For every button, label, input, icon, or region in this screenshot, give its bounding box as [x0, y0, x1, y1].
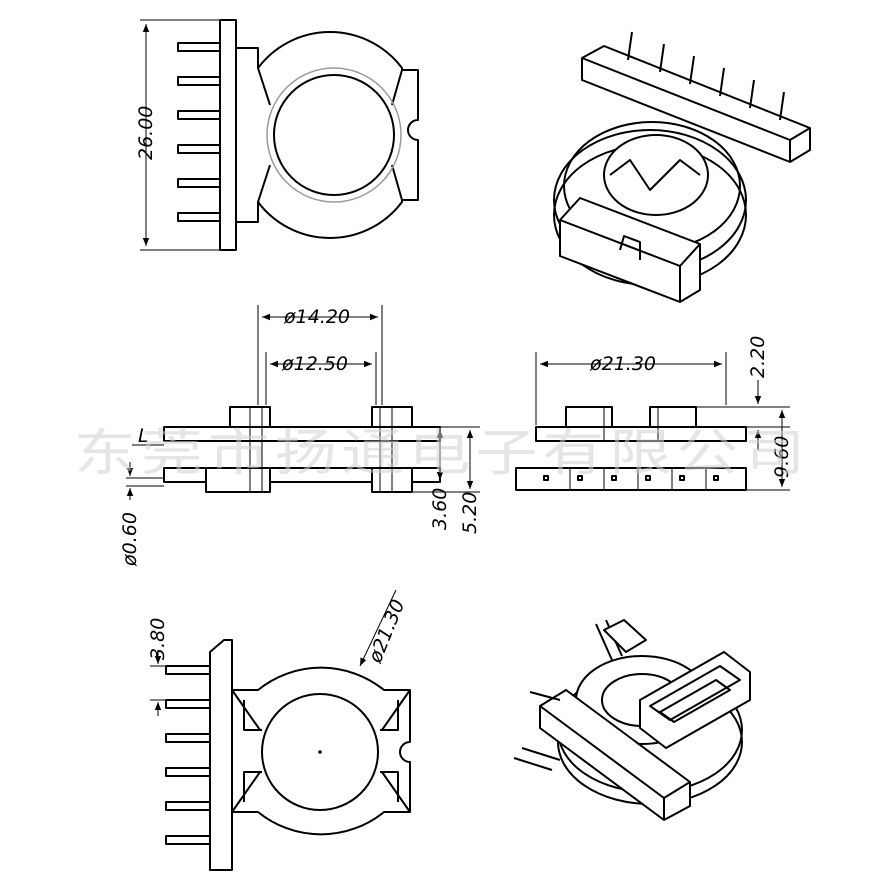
iso-pins [627, 31, 785, 121]
dim-h-3-60: 3.60 [429, 488, 451, 530]
front-view: ø21.30 2.20 9.60 [515, 336, 793, 491]
dim-flange-dia: ø21.30 [589, 353, 656, 375]
core-hole [273, 74, 395, 196]
pin-rail [219, 19, 237, 251]
dim-pitch-3-80: 3.80 [147, 618, 169, 660]
bottom-pin-rail [209, 639, 233, 871]
dim-h-9-60: 9.60 [771, 436, 793, 478]
dim-pin-dia: ø0.60 [119, 512, 141, 567]
center-point [318, 750, 322, 754]
dim-dia-14-20: ø14.20 [283, 306, 350, 328]
company-watermark: 东莞市扬通电子有限公司 [74, 424, 810, 482]
dim-height-26: 26.00 [135, 106, 157, 160]
dim-h-5-20: 5.20 [459, 492, 481, 534]
dim-h-2-20: 2.20 [747, 336, 769, 378]
dim-label-L: L [138, 425, 149, 447]
side-view: ø14.20 ø12.50 L ø0.60 3.60 5.20 [119, 305, 481, 567]
bottom-view: ø21.30 3.80 [147, 589, 411, 871]
iso-view-top [553, 31, 811, 303]
iso-view-bottom [513, 619, 751, 821]
bottom-view-pins [165, 665, 211, 845]
dim-dia-12-50: ø12.50 [281, 353, 348, 375]
top-view: 26.00 [135, 19, 419, 251]
front-pin-holes [543, 475, 719, 481]
top-view-pins [177, 42, 221, 222]
dim-bottom-dia: ø21.30 [364, 596, 410, 666]
flange-outline [235, 31, 419, 239]
